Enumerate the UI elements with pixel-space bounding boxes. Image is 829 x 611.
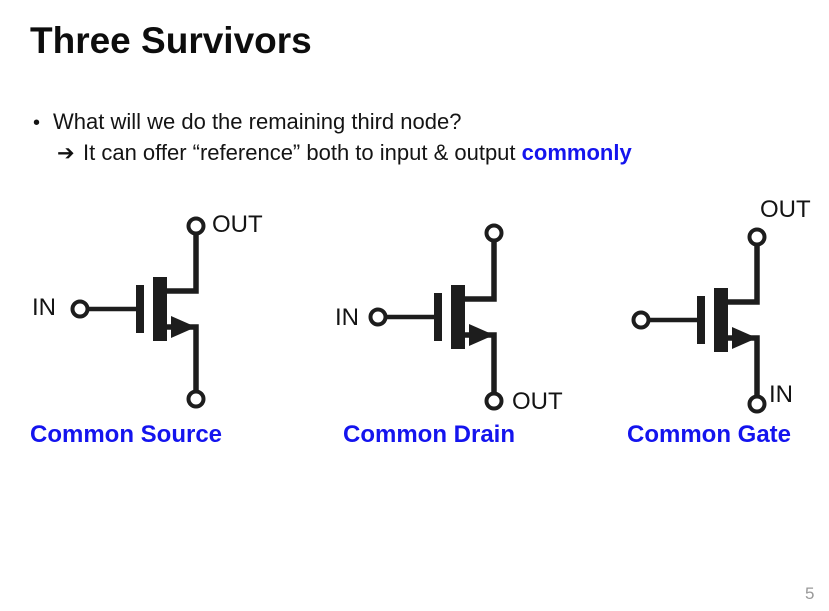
out-label: OUT (512, 388, 563, 415)
in-label: IN (335, 304, 359, 331)
bullet-line-2-prefix: It can offer “reference” both to input &… (83, 140, 516, 165)
bottom-terminal-node (186, 389, 206, 409)
bullet-line-1-text: What will we do the remaining third node… (53, 109, 462, 134)
gate-bar (697, 296, 705, 344)
out-label: OUT (212, 211, 263, 238)
bullet-list: • What will we do the remaining third no… (30, 107, 632, 169)
slide-title: Three Survivors (30, 20, 312, 61)
gate-bar (136, 285, 144, 333)
top-terminal-node (186, 216, 206, 236)
top-terminal-node (484, 223, 504, 243)
channel-bar (153, 277, 167, 341)
drain-wire (465, 240, 497, 302)
bullet-line-2: ➔ It can offer “reference” both to input… (30, 138, 632, 169)
source-arrow-icon (469, 324, 494, 346)
common-source-circuit: IN OUT (32, 211, 263, 409)
arrow-icon: ➔ (57, 142, 75, 165)
bullet-line-2-text: It can offer “reference” both to input &… (83, 138, 632, 168)
in-label: IN (769, 381, 793, 408)
common-drain-circuit: IN OUT (335, 223, 563, 415)
gate-terminal-node (70, 299, 90, 319)
source-arrow-icon (732, 327, 757, 349)
channel-bar (451, 285, 465, 349)
page-number: 5 (805, 584, 815, 603)
drain-wire (167, 233, 199, 294)
gate-terminal-node (631, 310, 651, 330)
in-label: IN (32, 294, 56, 321)
source-arrow-icon (171, 316, 196, 338)
bottom-terminal-node (484, 391, 504, 411)
gate-terminal-node (368, 307, 388, 327)
caption-common-drain: Common Drain (343, 421, 516, 448)
common-gate-circuit: OUT IN (631, 196, 811, 414)
caption-common-source: Common Source (30, 421, 223, 448)
out-label: OUT (760, 196, 811, 223)
bottom-terminal-node (747, 394, 767, 414)
bullet-marker: • (33, 112, 41, 134)
bullet-line-1: • What will we do the remaining third no… (30, 107, 632, 138)
channel-bar (714, 288, 728, 352)
gate-bar (434, 293, 442, 341)
caption-common-gate: Common Gate (627, 421, 792, 448)
top-terminal-node (747, 227, 767, 247)
drain-wire (728, 244, 760, 305)
bullet-line-2-highlight: commonly (521, 140, 632, 165)
